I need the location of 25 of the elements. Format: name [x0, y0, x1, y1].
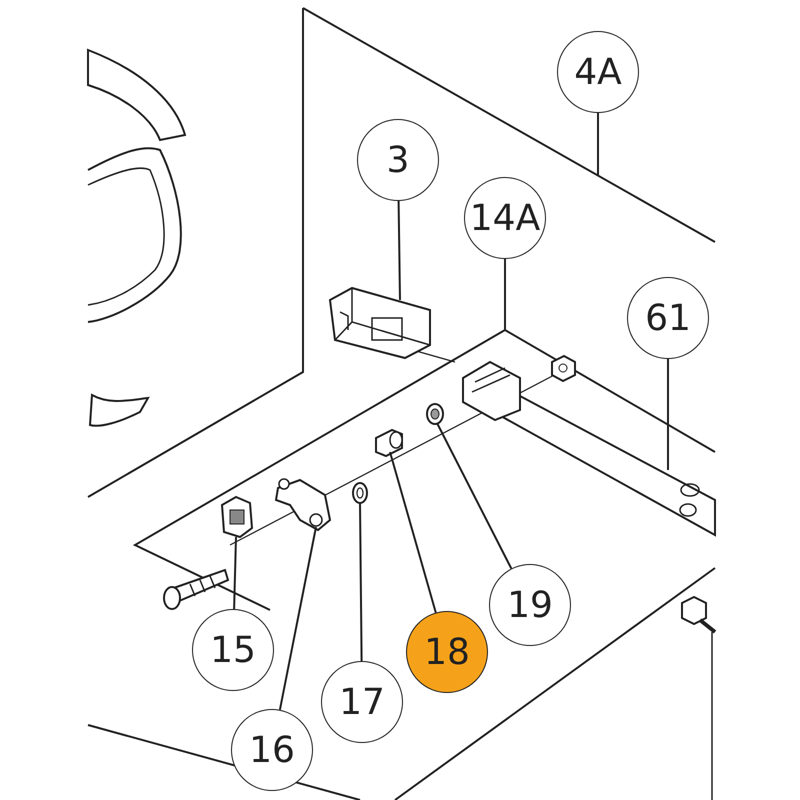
callout-number: 18 [406, 611, 488, 693]
callout-number: 16 [231, 709, 313, 791]
callout-number: 19 [489, 564, 571, 646]
callout-number: 15 [192, 609, 274, 691]
bushing-drawing [375, 428, 403, 458]
spring-ring-drawing [426, 403, 444, 425]
washer-drawing [352, 482, 368, 504]
bracket-drawing [274, 478, 332, 532]
callout-number: 4A [557, 31, 639, 113]
callout-number: 3 [357, 119, 439, 201]
leader-line [436, 422, 512, 569]
connector-block-drawing [328, 286, 431, 360]
leader-line [667, 359, 669, 470]
leader-line [278, 526, 317, 710]
callout-number: 14A [464, 177, 546, 259]
leader-line [504, 259, 506, 330]
leader-line [398, 200, 401, 300]
clip-drawing [220, 496, 254, 538]
leader-line [233, 536, 237, 610]
tube-drawing [462, 360, 716, 537]
callout-number: 61 [627, 277, 709, 359]
leader-line [359, 503, 363, 661]
callout-number: 17 [321, 661, 403, 743]
leader-line [389, 452, 437, 613]
leader-line [597, 113, 599, 175]
